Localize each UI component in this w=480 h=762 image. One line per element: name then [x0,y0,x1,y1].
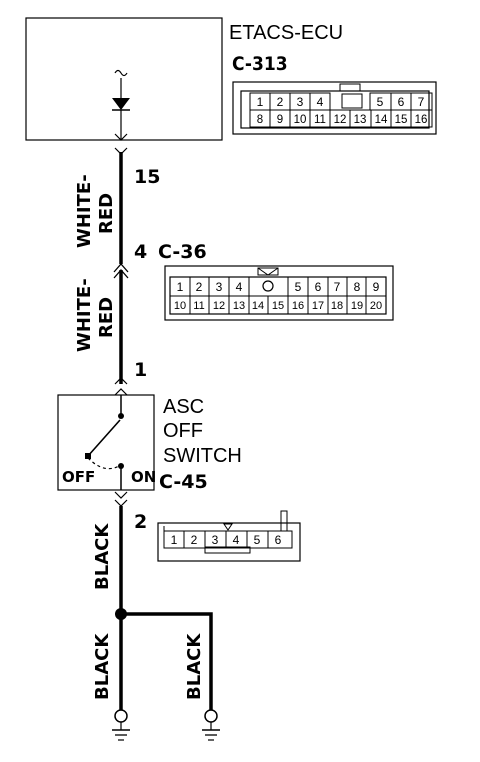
junction-pin-out: 1 [134,359,147,381]
switch-connector: 1 2 3 4 5 6 [157,510,301,562]
ecu-pin-cell: 1 [257,95,264,109]
ecu-pin-cell: 9 [277,114,283,126]
junction-pin-cell: 4 [236,280,243,294]
ecu-pin-cell: 15 [395,114,408,126]
wire-color-line: WHITE- [74,174,95,248]
wire-color-label-middle: WHITE- RED [74,278,117,352]
junction-pin-cell: 13 [233,300,245,312]
switch-pin-cell: 5 [254,533,261,547]
junction-pin-cell: 16 [292,300,304,312]
ecu-pin-cell: 12 [334,114,347,126]
ground-left-icon [112,709,130,741]
switch-name-line: SWITCH [163,445,242,467]
switch-pin-cell: 3 [212,533,219,547]
ecu-pin-cell: 7 [418,95,425,109]
ecu-connector-id: C-313 [232,53,288,75]
ecu-pin-cell: 8 [257,114,263,126]
ecu-break-mark [114,69,128,77]
junction-pin-cell: 12 [213,300,225,312]
wire-ground-branch [121,612,213,710]
wire-color-label-ground-right: BLACK [184,633,205,700]
ecu-pin-cell: 11 [314,114,326,126]
junction-pin-cell: 11 [193,300,204,312]
junction-pin-in: 4 [134,241,147,263]
switch-pin-cell: 6 [275,533,282,547]
switch-pin-out: 2 [134,511,147,533]
switch-name-line: OFF [163,420,203,442]
ecu-name: ETACS-ECU [229,22,343,44]
switch-on-label: ON [131,468,156,486]
switch-pin-cell: 2 [191,533,198,547]
ecu-box [25,17,223,141]
ecu-pin-cell: 14 [375,114,388,126]
switch-pin-cell: 4 [233,533,240,547]
junction-pin-cell: 9 [373,280,380,294]
junction-connector: 1 2 3 4 5 6 7 8 9 10 11 12 13 14 15 16 1… [164,265,394,321]
wire-color-label-ground-left: BLACK [92,633,113,700]
junction-pin-cell: 20 [370,300,382,312]
ecu-pin-cell: 16 [415,114,428,126]
ecu-pin-cell: 4 [317,95,324,109]
junction-pin-cell: 5 [295,280,302,294]
junction-pin-cell: 6 [315,280,322,294]
switch-contacts [85,395,124,490]
switch-off-label: OFF [62,468,95,486]
ecu-pin-cell: 10 [294,114,307,126]
wire-color-line: RED [96,297,117,338]
ecu-pin-number: 15 [134,166,160,188]
ground-right-icon [202,709,220,741]
wire-color-label-upper: WHITE- RED [74,174,117,248]
wire-color-line: RED [96,193,117,234]
junction-pin-cell: 18 [331,300,343,312]
junction-pin-cell: 19 [351,300,363,312]
switch-box [57,394,155,491]
ecu-pin-chevron [114,133,128,141]
switch-connector-id: C-45 [159,471,208,493]
junction-pin-cell: 2 [196,280,203,294]
ecu-pin-cell: 6 [398,95,405,109]
junction-pin-cell: 17 [312,300,324,312]
junction-pin-cell: 1 [177,280,184,294]
junction-pin-cell: 10 [174,300,186,312]
junction-pin-cell: 7 [334,280,341,294]
wire-color-line: WHITE- [74,278,95,352]
junction-pin-cell: 15 [272,300,284,312]
junction-pin-cell: 8 [354,280,361,294]
wire-color-label-lower: BLACK [92,523,113,590]
switch-name-line: ASC [163,396,204,418]
ecu-pin-cell: 5 [377,95,384,109]
junction-pin-cell: 14 [252,300,264,312]
junction-pin-cell: 3 [216,280,223,294]
ecu-pin-cell: 2 [277,95,284,109]
switch-input-chevron [114,377,128,396]
ecu-pin-cell: 13 [354,114,367,126]
junction-connector-id: C-36 [158,241,207,263]
diode-icon [112,98,130,111]
ecu-pin-cell: 3 [297,95,304,109]
junction-blank-pin [262,280,274,292]
switch-output-chevron [114,491,128,507]
ecu-connector: 1 2 3 4 5 6 7 8 9 10 11 12 13 14 15 16 [232,81,437,135]
switch-pin-cell: 1 [171,533,178,547]
